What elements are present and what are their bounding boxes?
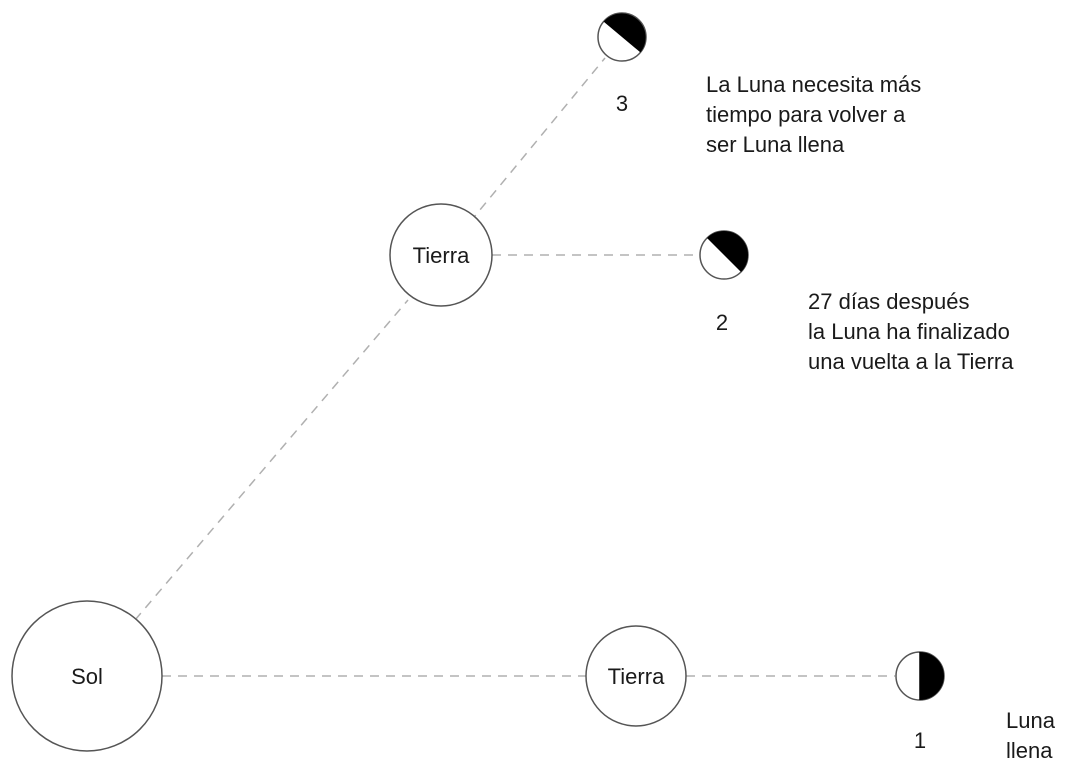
moon-1-icon (895, 651, 945, 701)
moon-2-number: 2 (716, 310, 728, 335)
moon-3-number: 3 (616, 91, 628, 116)
earth-label-2: Tierra (413, 243, 470, 268)
moon-1-number: 1 (914, 728, 926, 753)
earth-circle-2 (389, 203, 493, 307)
note-moon-3-line-2: tiempo para volver a (706, 102, 906, 127)
note-moon-1: Luna llena (1006, 706, 1055, 766)
sun-circle (11, 600, 163, 752)
note-moon-1-line-1: Luna (1006, 708, 1055, 733)
sun-to-earth2-dashed-line (134, 299, 409, 621)
note-moon-2-line-2: la Luna ha finalizado (808, 319, 1010, 344)
note-moon-3-line-1: La Luna necesita más (706, 72, 922, 97)
earth-label-1: Tierra (608, 664, 665, 689)
note-moon-2-line-1: 27 días después (808, 289, 970, 314)
moon-3-icon (597, 12, 647, 62)
sun-label: Sol (71, 664, 103, 689)
earth2-to-moon3-dashed-line (469, 57, 606, 223)
earth-circle-1 (585, 625, 687, 727)
note-moon-3-line-3: ser Luna llena (706, 132, 845, 157)
moon-2-icon (699, 230, 749, 280)
note-moon-1-line-2: llena (1006, 738, 1053, 763)
note-moon-2-line-3: una vuelta a la Tierra (808, 349, 1014, 374)
note-moon-3: La Luna necesita más tiempo para volver … (706, 70, 921, 160)
note-moon-2: 27 días después la Luna ha finalizado un… (808, 287, 1013, 377)
